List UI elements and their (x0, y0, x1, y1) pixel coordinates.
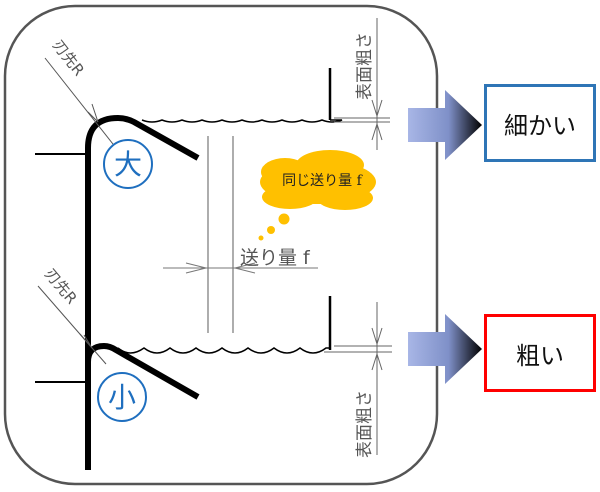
arrow-to-fine (408, 90, 482, 160)
result-fine-box: 細かい (484, 84, 596, 162)
thought-cloud (258, 150, 376, 241)
size-large-badge: 大 (103, 139, 153, 189)
tip-radius-label-bottom: 刃先R (41, 265, 81, 308)
size-small-badge: 小 (97, 372, 147, 422)
cloud-label: 同じ送り量 f (282, 173, 362, 189)
surface-roughness-label-bottom: 表面粗さ (355, 390, 375, 458)
result-fine-label: 細かい (504, 111, 576, 140)
radius-leader-top (44, 57, 125, 159)
result-rough-label: 粗い (516, 341, 564, 370)
surface-roughness-label-top: 表面粗さ (355, 32, 375, 100)
arrow-to-rough (408, 314, 482, 384)
tool-small-radius (35, 342, 200, 470)
surface-profile-rough (117, 347, 330, 354)
roughness-dimension-bottom (324, 302, 392, 455)
outer-frame (3, 4, 439, 486)
result-rough-box: 粗い (484, 314, 596, 392)
feed-label: 送り量 f (240, 247, 311, 269)
tool-large-radius (35, 114, 200, 395)
radius-leader-bottom (37, 285, 107, 365)
feed-dimension (163, 136, 318, 333)
tip-radius-label-top: 刃先R (49, 36, 88, 79)
size-large-label: 大 (114, 148, 142, 181)
surface-profile-fine (141, 119, 343, 123)
roughness-dimension-top (334, 18, 390, 150)
size-small-label: 小 (108, 381, 136, 414)
